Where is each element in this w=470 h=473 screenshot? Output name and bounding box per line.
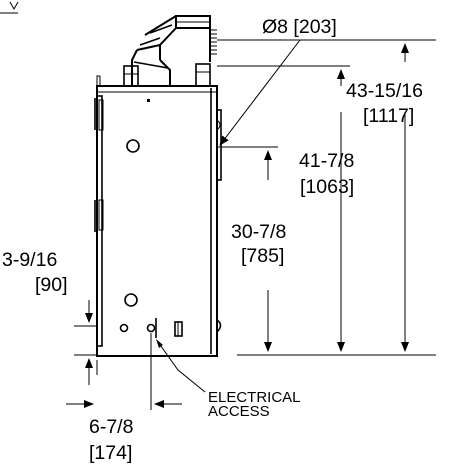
access-offset-mm: [174] <box>89 442 132 464</box>
center-height-mm: [1063] <box>300 176 354 198</box>
frame-corner-fragment <box>0 1 19 14</box>
extension-lines <box>74 39 436 410</box>
lower-height-inches: 30-7/8 <box>231 221 286 243</box>
access-height-mm: [90] <box>35 274 68 296</box>
access-offset-inches: 6-7/8 <box>89 416 133 438</box>
center-height-inches: 41-7/8 <box>299 150 354 172</box>
heater-cabinet <box>94 75 218 357</box>
total-height-inches: 43-15/16 <box>346 80 423 102</box>
upper-port-circle <box>126 139 140 153</box>
vent-elbow <box>123 15 217 87</box>
dimension-arrows <box>66 39 409 408</box>
vent-diameter-label: Ø8 [203] <box>262 16 337 38</box>
access-height-inches: 3-9/16 <box>2 249 57 271</box>
total-height-mm: [1117] <box>363 105 414 127</box>
electrical-access-label-line1: ELECTRICAL <box>208 389 301 406</box>
electrical-access-label-line2: ACCESS <box>208 403 270 420</box>
lower-port-circle <box>124 293 138 307</box>
lower-height-mm: [785] <box>241 245 284 267</box>
electrical-access-fittings <box>119 318 183 338</box>
